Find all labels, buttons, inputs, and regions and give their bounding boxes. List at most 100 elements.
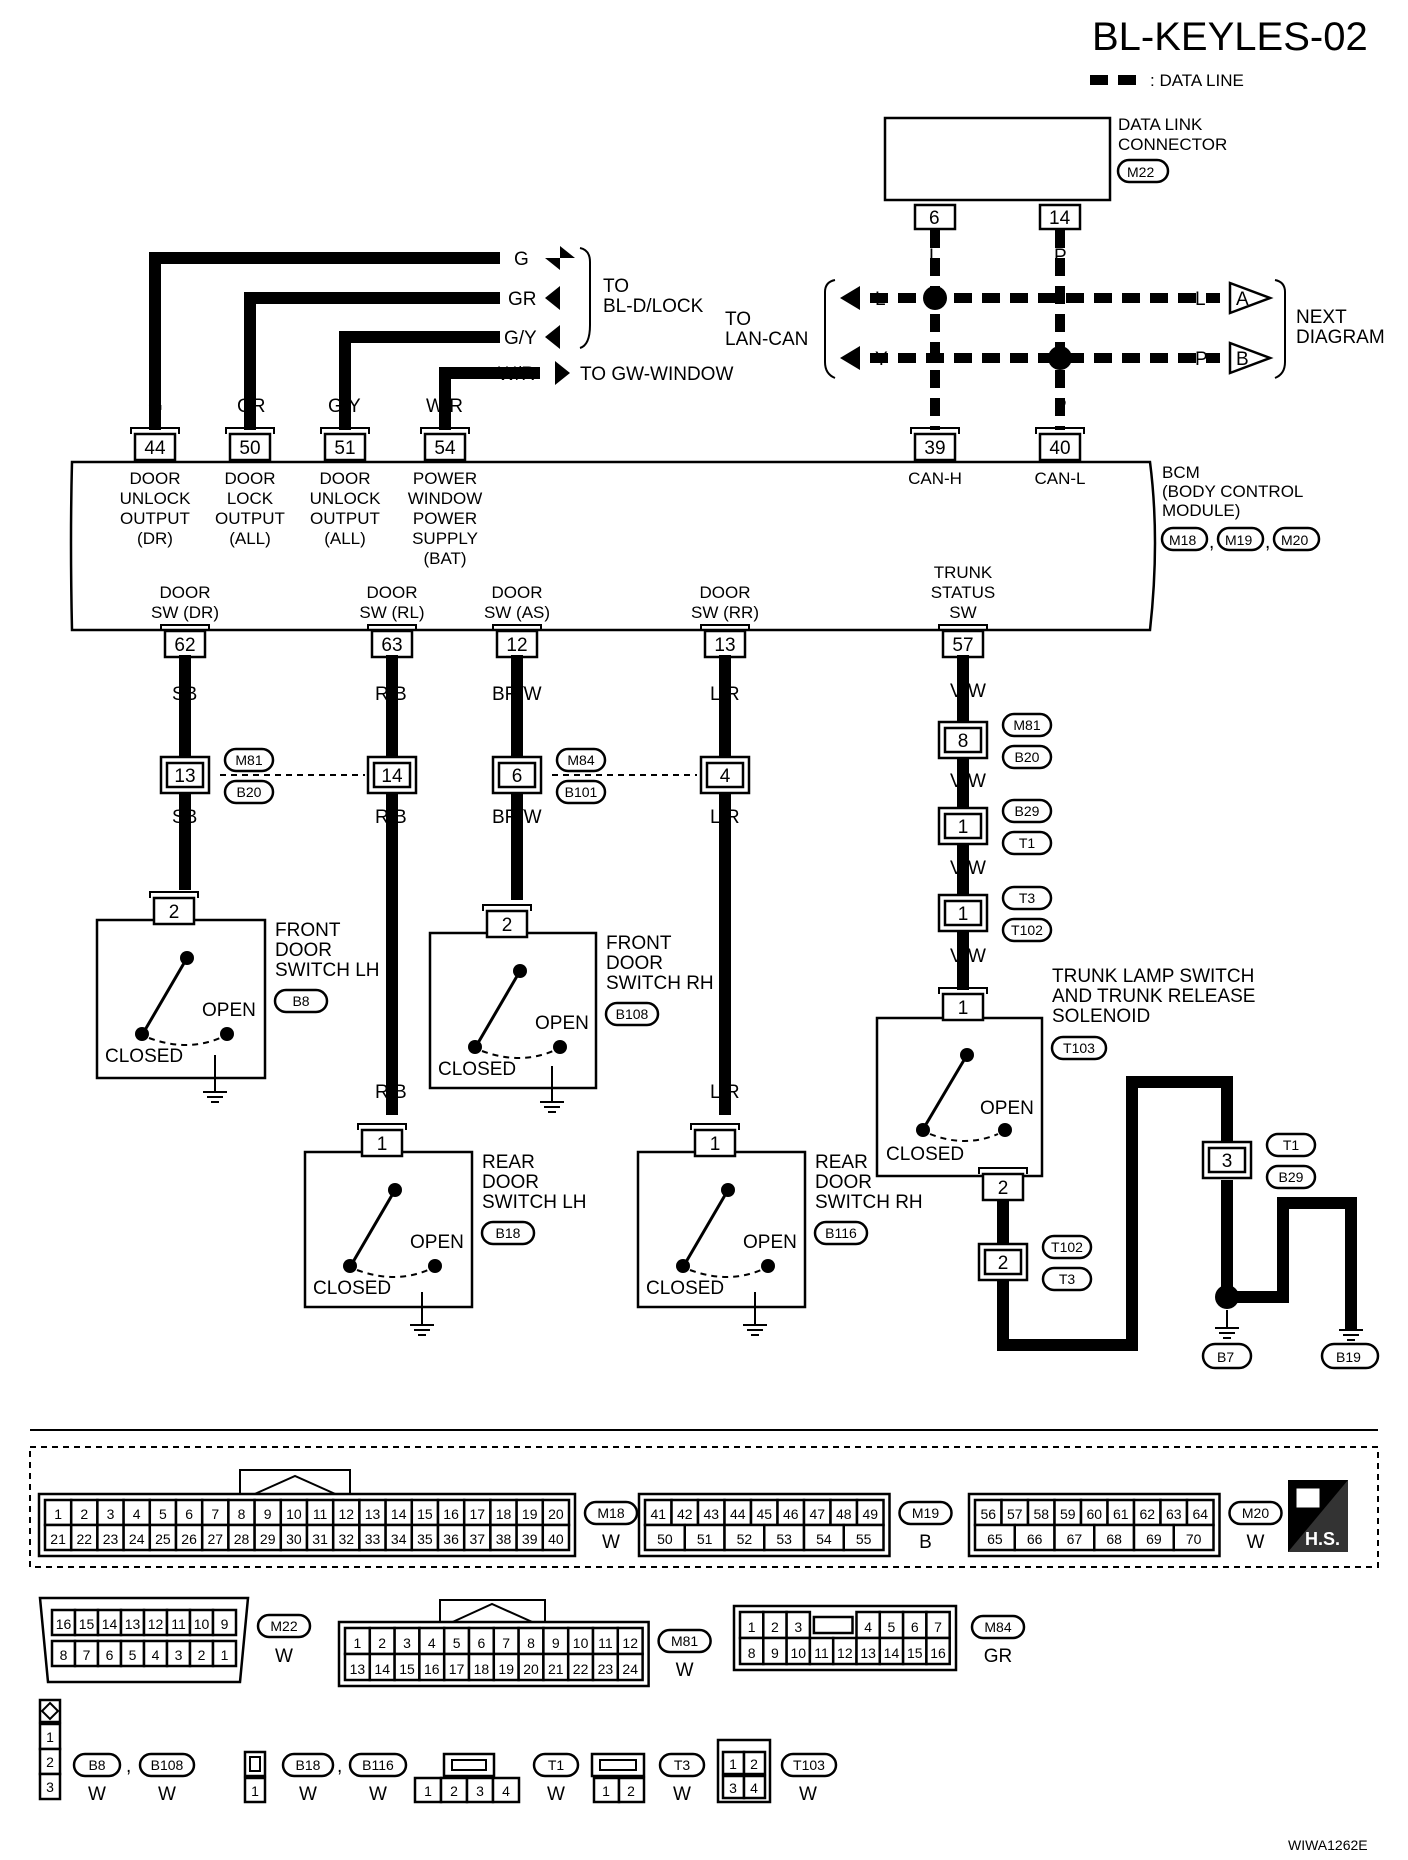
connector-B108-color: W bbox=[158, 1784, 176, 1805]
connector-M18-pin-label: 30 bbox=[286, 1531, 302, 1547]
connector-B8-color: W bbox=[88, 1784, 106, 1805]
door-switch-wiring: SB SB R/B R/B R/B BR/W BR/W L/R L/R L/R bbox=[172, 655, 740, 1115]
connector-M18-latch bbox=[239, 1469, 351, 1497]
joint-j3-conn-b-badge bbox=[555, 779, 607, 805]
connector-M81-pin-label: 14 bbox=[374, 1661, 390, 1677]
joint-j5-pin: 8 bbox=[958, 731, 969, 752]
connector-M18-pin-label: 9 bbox=[264, 1506, 272, 1522]
switch-fr-open-contact bbox=[553, 1040, 567, 1054]
switch-trunk-closed-label: CLOSED bbox=[886, 1144, 964, 1165]
connector-M81-pin-label: 19 bbox=[498, 1661, 514, 1677]
connector-M18-cell bbox=[436, 1498, 466, 1527]
wire-color-rb-3: R/B bbox=[375, 1082, 407, 1103]
connector-M18-pin-label: 20 bbox=[548, 1506, 564, 1522]
joint-j9-conn-b-badge bbox=[1265, 1164, 1317, 1190]
bcm-pin-51-label: 51 bbox=[334, 438, 355, 459]
connector-M19-cell bbox=[723, 1523, 766, 1552]
switch-trunk-pin-1-shell bbox=[938, 987, 988, 994]
wire-color-b-4: B bbox=[1221, 1241, 1234, 1262]
connector-M18-pin-label: 11 bbox=[313, 1506, 328, 1522]
switch-trunk-name-1: TRUNK LAMP SWITCH bbox=[1052, 966, 1254, 987]
connector-M20-cell bbox=[1093, 1523, 1136, 1552]
switch-trunk-open-contact bbox=[998, 1123, 1012, 1137]
connector-M20-name: M20 bbox=[1242, 1505, 1269, 1521]
connector-M81-pin-label: 3 bbox=[403, 1635, 411, 1651]
hs-icon-diagonal bbox=[1288, 1480, 1348, 1552]
switch-rl-open-contact bbox=[428, 1259, 442, 1273]
bcm-pin-51-desc-0: DOOR bbox=[320, 469, 371, 488]
connector-M81-pin-label: 11 bbox=[598, 1635, 613, 1651]
connector-M20-pin-label: 70 bbox=[1186, 1531, 1202, 1547]
connector-M19-pin-label: 41 bbox=[650, 1506, 666, 1522]
joint-j1-conn-a: M81 bbox=[235, 752, 262, 768]
lan-can-arrow-l bbox=[840, 286, 860, 310]
connector-M20-pin-label: 65 bbox=[987, 1531, 1003, 1547]
connector-T103-pin-label: 2 bbox=[750, 1756, 758, 1772]
grounds: B7 B19 bbox=[203, 1055, 1380, 1370]
dlc-label-1: DATA LINK bbox=[1118, 115, 1203, 134]
wire-color-vw-3: V/W bbox=[950, 858, 986, 879]
connector-B8-cell bbox=[38, 1772, 62, 1801]
connector-M81-pin-label: 16 bbox=[424, 1661, 440, 1677]
connector-M19-pin-label: 50 bbox=[657, 1531, 673, 1547]
connector-T1-pin-label: 4 bbox=[502, 1783, 510, 1799]
connector-T103-cell bbox=[742, 1750, 767, 1776]
bcm-connector-sep-2: , bbox=[1265, 532, 1270, 553]
connector-M18-pin-label: 7 bbox=[211, 1506, 219, 1522]
data-line-legend: : DATA LINE bbox=[1090, 71, 1244, 90]
switch-fr-pin-shell bbox=[482, 904, 532, 911]
connector-B18-color: W bbox=[299, 1784, 317, 1805]
switch-fl-closed-label: CLOSED bbox=[105, 1046, 183, 1067]
connector-M19-cell bbox=[802, 1523, 845, 1552]
bcm-pin-12-desc-1: SW (AS) bbox=[484, 603, 550, 622]
switch-fr-name-1: FRONT bbox=[606, 933, 672, 954]
connector-M81-cell bbox=[542, 1626, 570, 1656]
bcm-connector-panel bbox=[29, 1446, 1379, 1568]
switch-rl-travel bbox=[356, 1269, 429, 1278]
switch-trunk-pin-2-shell bbox=[978, 1167, 1028, 1174]
connector-M18-pin-label: 3 bbox=[107, 1506, 115, 1522]
connector-M18-pin-label: 24 bbox=[129, 1531, 145, 1547]
joint-j1-conn-b-badge bbox=[223, 779, 275, 805]
connector-M22-name: M22 bbox=[270, 1618, 297, 1634]
switch-fl-conn-badge bbox=[273, 988, 329, 1014]
connector-M20-pin-label: 63 bbox=[1166, 1506, 1182, 1522]
connector-M19-pin-label: 55 bbox=[856, 1531, 872, 1547]
bcm-pin-57-desc-2: SW bbox=[949, 603, 976, 622]
switch-rr-name-2: DOOR bbox=[815, 1172, 872, 1193]
joint-j5-conn-b-badge bbox=[1001, 744, 1053, 770]
bcm-pin-39-label: 39 bbox=[924, 438, 945, 459]
connector-M81-pin-label: 10 bbox=[573, 1635, 589, 1651]
bcm-pin-54-desc-4: (BAT) bbox=[423, 549, 466, 568]
connector-M18-cell bbox=[384, 1523, 414, 1552]
connector-M18-latch-inner bbox=[247, 1474, 343, 1498]
connector-M81-cell bbox=[591, 1652, 620, 1682]
joint-j2-pin: 14 bbox=[381, 766, 403, 787]
connector-B8-name-badge bbox=[72, 1752, 122, 1778]
next-diagram-b-label: B bbox=[1236, 349, 1249, 370]
joint-j3-pin: 6 bbox=[512, 766, 523, 787]
wire-color-g-label: G bbox=[514, 249, 529, 270]
switch-fr-conn-badge bbox=[604, 1001, 660, 1027]
joint-j9-conn-a: T1 bbox=[1283, 1137, 1300, 1153]
connector-M81-name-badge bbox=[657, 1628, 712, 1654]
switch-rr-pin-box bbox=[693, 1128, 737, 1158]
connector-M18-pin-label: 27 bbox=[208, 1531, 224, 1547]
connector-M20-color: W bbox=[1247, 1532, 1265, 1553]
bcm-pin-44-shell bbox=[130, 427, 180, 434]
switch-fr-open-label: OPEN bbox=[535, 1013, 589, 1034]
connector-M19-pin-label: 47 bbox=[809, 1506, 825, 1522]
switch-trunk-name-2: AND TRUNK RELEASE bbox=[1052, 986, 1255, 1007]
bcm-pin-63-label: 63 bbox=[381, 635, 402, 656]
wire-color-l-top: L bbox=[929, 246, 940, 267]
joint-j5-inner bbox=[943, 726, 983, 754]
next-diagram-label-1: NEXT bbox=[1296, 307, 1347, 328]
connector-M22-pin-label: 4 bbox=[152, 1647, 160, 1663]
switch-fl-closed-contact bbox=[135, 1027, 149, 1041]
connector-M18-pin-label: 4 bbox=[133, 1506, 141, 1522]
connector-T3-pin-label: 1 bbox=[602, 1783, 610, 1799]
output-wires: G GR G/Y W/R TO BL-D/LOCK TO GW-WINDOW G… bbox=[148, 246, 733, 430]
wire-color-lr-1: L/R bbox=[710, 684, 740, 705]
connector-M18-pin-label: 16 bbox=[443, 1506, 459, 1522]
